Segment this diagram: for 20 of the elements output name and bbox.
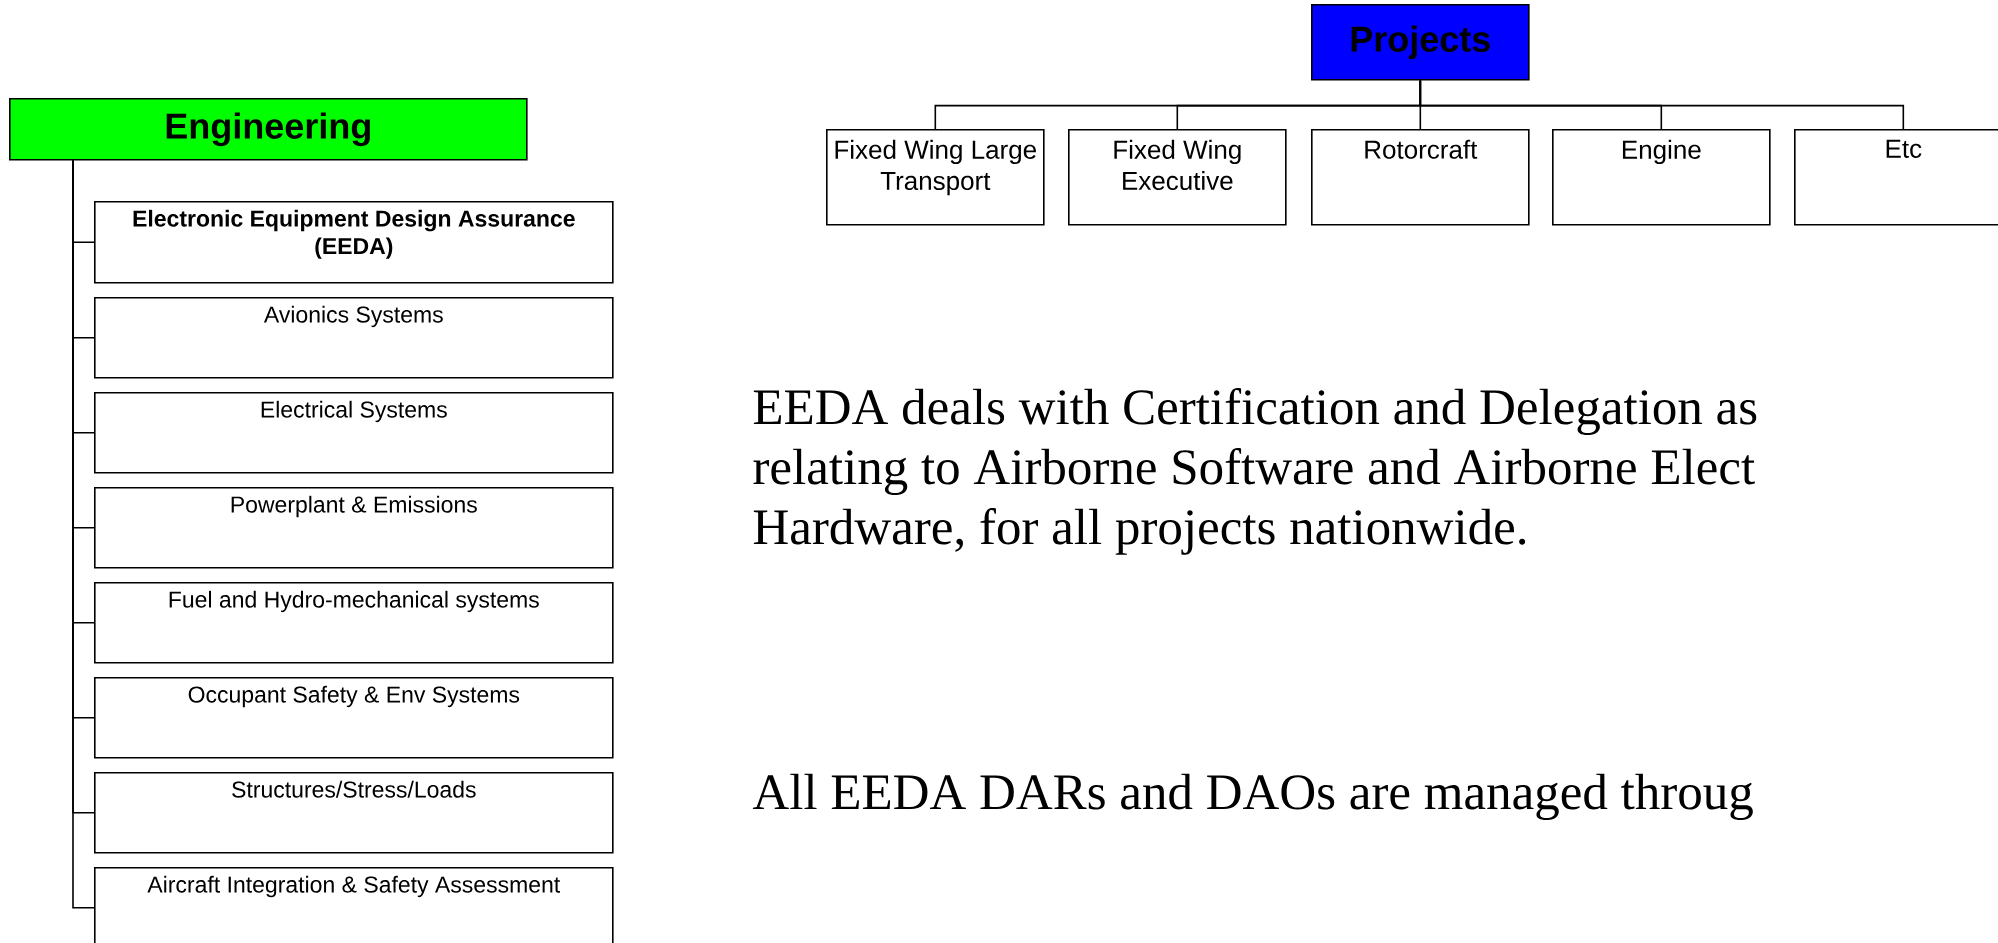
text-line: Hardware, for all projects nationwide.: [753, 508, 1526, 555]
department-box: Projects: [1311, 4, 1530, 81]
project-box: Fixed Wing Large Transport: [826, 129, 1045, 226]
section-box: Electronic Equipment Design Assurance (EEDA): [94, 201, 614, 284]
text-line: EEDA deals with Certification and Delegation as: [753, 388, 1757, 435]
section-box: Avionics Systems: [94, 297, 614, 379]
section-box: Aircraft Integration & Safety Assessment: [94, 867, 614, 943]
text-line: All EEDA DARs and DAOs are managed throug: [752, 773, 1753, 820]
section-box: Powerplant & Emissions: [94, 487, 614, 569]
section-box: Electrical Systems: [94, 392, 614, 474]
project-box: Etc: [1794, 129, 1998, 226]
department-box: Engineering: [9, 98, 528, 161]
section-box: Fuel and Hydro-mechanical systems: [94, 582, 614, 664]
project-box: Fixed Wing Executive: [1068, 129, 1287, 226]
connector-line: [1419, 79, 1905, 130]
project-box: Rotorcraft: [1311, 129, 1530, 226]
project-box: Engine: [1552, 129, 1771, 226]
section-box: Occupant Safety & Env Systems: [94, 677, 614, 759]
section-box: Structures/Stress/Loads: [94, 772, 614, 854]
text-line: relating to Airborne Software and Airborne Elect: [753, 448, 1755, 495]
